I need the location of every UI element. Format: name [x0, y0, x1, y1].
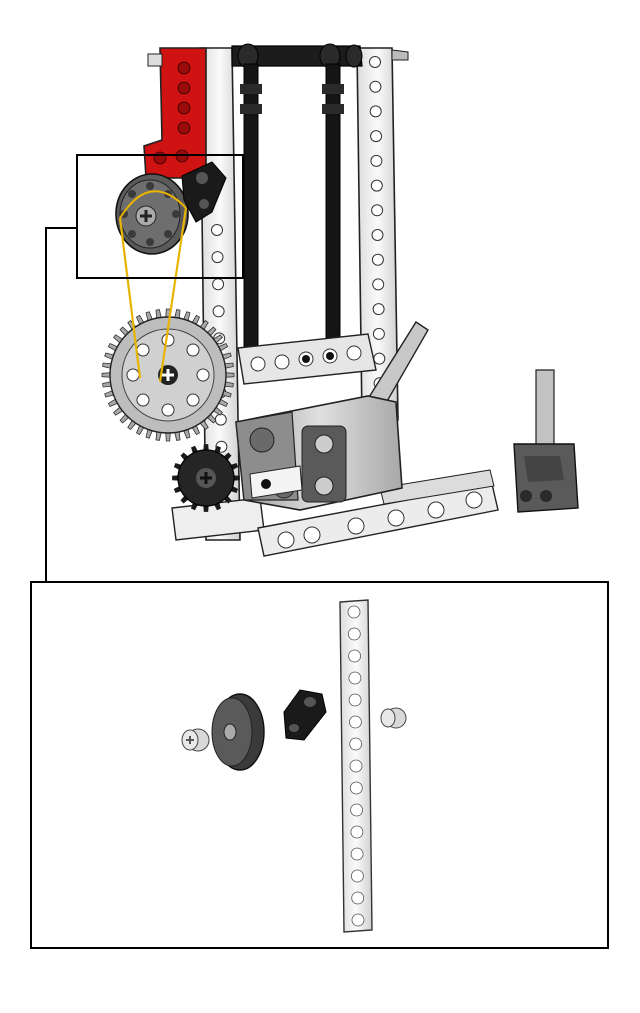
beam-hole [371, 229, 384, 241]
black-axle-right-icon [322, 63, 344, 355]
beam-hole [211, 251, 224, 264]
beam-hole [350, 847, 364, 861]
beam-hole [370, 154, 383, 167]
detail-panel [30, 581, 609, 949]
beam-hole [348, 693, 362, 707]
beam-hole [347, 605, 361, 619]
beam-hole [349, 781, 363, 795]
beam-hole [369, 105, 382, 118]
grey-motor-icon [235, 395, 403, 511]
beam-hole [214, 413, 227, 426]
pulley-wheel-icon [211, 693, 265, 771]
beam-hole [370, 130, 383, 143]
small-black-gear-icon [172, 444, 240, 512]
beam-hole [370, 179, 383, 192]
red-bent-beam-icon [143, 47, 207, 179]
long-white-beam-icon [339, 599, 373, 933]
detail-panel-frame [30, 581, 609, 949]
beam-hole [350, 869, 364, 883]
large-grey-gear-icon [101, 308, 235, 442]
beam-hole [373, 352, 386, 365]
base-beam-icon [171, 469, 499, 557]
touch-sensor-icon [513, 369, 579, 513]
beam-hole [372, 327, 385, 340]
beam-hole [348, 649, 362, 663]
beam-hole [372, 278, 385, 291]
callout-frame [45, 154, 244, 582]
beam-hole [372, 303, 385, 316]
beam-hole [350, 803, 364, 817]
beam-hole [369, 56, 381, 68]
beam-hole [349, 737, 363, 751]
black-angle-connector-icon [181, 161, 227, 223]
beam-hole [369, 80, 382, 93]
beam-hole [350, 825, 364, 839]
black-axle-left-icon [240, 63, 262, 355]
beam-hole [371, 253, 384, 266]
beam-hole [212, 305, 225, 318]
bush-left-icon [181, 728, 210, 752]
grey-pulley-wheel-icon [115, 173, 189, 255]
bush-right-icon [380, 707, 407, 729]
beam-hole [211, 224, 223, 236]
beam-hole [212, 278, 225, 291]
beam-hole [347, 627, 361, 641]
beam-hole [348, 671, 362, 685]
middle-cross-beam-icon [237, 333, 377, 385]
beam-hole [351, 891, 365, 905]
main-assembly [45, 43, 579, 582]
beam-hole [351, 913, 365, 927]
angle-connector-icon [283, 689, 327, 741]
beam-hole [371, 204, 384, 217]
beam-hole [349, 759, 363, 773]
beam-hole [348, 715, 362, 729]
yellow-rubber-band-icon [118, 190, 188, 383]
